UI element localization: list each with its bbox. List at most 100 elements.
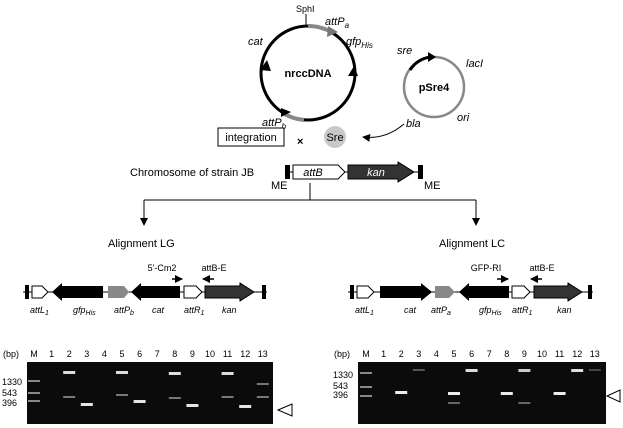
attb-label: attB	[303, 167, 323, 179]
lc-attl-main: attL	[355, 305, 370, 315]
lg-attr-sub: 1	[201, 310, 205, 317]
gel-band	[186, 404, 199, 407]
gel-band	[133, 400, 146, 403]
lc-primer1-label: GFP-RI	[471, 263, 502, 273]
integration-label: integration	[225, 132, 276, 144]
ori-label: ori	[457, 112, 470, 124]
gel-lane-label: 11	[555, 349, 564, 359]
attb-arrow	[292, 164, 346, 180]
lc-label-cat: cat	[404, 305, 417, 315]
gel-band	[360, 386, 372, 388]
gel-lc-bands	[360, 369, 601, 404]
lg-gfp-sub: His	[86, 310, 97, 317]
lg-attp	[108, 286, 129, 298]
gel-band	[28, 380, 40, 382]
sre-arrowhead	[428, 52, 436, 62]
sphi-label: SphI	[296, 4, 315, 14]
plasmid-psre4: pSre4 sre lacI bla ori	[397, 45, 483, 130]
me-right-bar	[418, 165, 423, 179]
lg-attl-sub: 1	[45, 310, 49, 317]
gel-band	[221, 396, 234, 398]
gel-lane-label: 2	[399, 349, 404, 359]
attpb-sub: b	[282, 122, 287, 131]
gel-lc-marker-1330: 1330	[333, 370, 353, 380]
gel-lane-label: 13	[258, 349, 268, 359]
gel-lane-label: 9	[522, 349, 527, 359]
gel-lane-label: 12	[240, 349, 250, 359]
gfp-main: gfp	[346, 36, 361, 48]
plasmid-nrccdna: SphI nrccDNA attPa gfpHis cat attPb	[248, 4, 373, 131]
attpb-arrowhead	[281, 108, 291, 117]
gel-lg-pointer	[276, 403, 293, 417]
gfp-arrowhead	[348, 66, 358, 76]
attpb-main: attP	[262, 117, 282, 129]
gel-lane-label: 7	[155, 349, 160, 359]
gel-band	[256, 396, 269, 398]
gel-band	[360, 395, 372, 397]
gel-lane-label: 12	[572, 349, 582, 359]
lg-attl	[31, 285, 49, 299]
attpa-sub: a	[345, 21, 350, 30]
gel-lane-label: 2	[67, 349, 72, 359]
alignment-lg-map: 5'-Cm2 attB-E attL1 gfpHis attPb cat att…	[23, 263, 267, 317]
cat-label: cat	[248, 36, 264, 48]
gel-band	[500, 392, 513, 395]
lc-attp	[435, 286, 455, 298]
lc-attr-main: attR	[512, 305, 529, 315]
lg-end-right	[262, 285, 266, 299]
gel-lane-label: 8	[172, 349, 177, 359]
lg-kan	[204, 282, 255, 302]
laci-label: lacI	[466, 58, 483, 70]
gel-band	[518, 402, 531, 404]
lc-attr-sub: 1	[529, 310, 533, 317]
gfp-sub: His	[361, 41, 373, 50]
gel-lane-label: 6	[469, 349, 474, 359]
lg-label-attp: attPb	[114, 305, 134, 317]
gel-lc-marker-396: 396	[333, 390, 348, 400]
lg-gfp-main: gfp	[73, 305, 86, 315]
gel-band	[588, 369, 601, 371]
gel-lane-label: 4	[434, 349, 439, 359]
lg-label-attr: attR1	[184, 305, 205, 317]
gel-band	[168, 397, 181, 399]
integration-box	[217, 127, 285, 147]
gel-band	[28, 400, 40, 402]
sre-enzyme	[324, 126, 346, 148]
gel-band	[28, 392, 40, 394]
gel-lane-label: 10	[205, 349, 215, 359]
gel-band	[571, 369, 584, 372]
lc-end-right	[588, 285, 592, 299]
gel-band	[168, 372, 181, 375]
gel-band	[465, 369, 478, 372]
gel-lane-label: 5	[451, 349, 456, 359]
lc-label-attp: attPa	[431, 305, 451, 317]
gel-band	[63, 371, 76, 374]
gel-band	[448, 392, 460, 395]
lg-label-cat: cat	[152, 305, 165, 315]
gel-lane-label: 3	[84, 349, 89, 359]
gel-lane-label: 11	[223, 349, 232, 359]
chromosome-title: Chromosome of strain JB	[130, 167, 254, 179]
gel-lane-label: 8	[504, 349, 509, 359]
sre-enzyme-label: Sre	[326, 132, 343, 144]
lg-attp-sub: b	[130, 310, 134, 317]
attpa-arrowhead	[327, 26, 338, 37]
lc-gfp-main: gfp	[479, 305, 492, 315]
alignment-lc-title: Alignment LC	[439, 238, 505, 250]
gel-band	[553, 392, 566, 395]
gel-lc-pointer	[605, 389, 621, 403]
psre4-name: pSre4	[419, 82, 450, 94]
attpa-label: attPa	[325, 16, 350, 30]
lc-gfp-sub: His	[492, 310, 503, 317]
gel-band	[518, 369, 531, 372]
gel-lane-label: M	[362, 349, 370, 359]
gel-lg-marker-543: 543	[2, 388, 17, 398]
integration-row: integration × Sre	[217, 123, 405, 148]
gel-lane-label: 3	[416, 349, 421, 359]
me-right-label: ME	[424, 180, 441, 192]
lc-kan	[533, 282, 583, 302]
lg-primer1-label: 5'-Cm2	[148, 263, 177, 273]
gel-band	[412, 369, 425, 371]
